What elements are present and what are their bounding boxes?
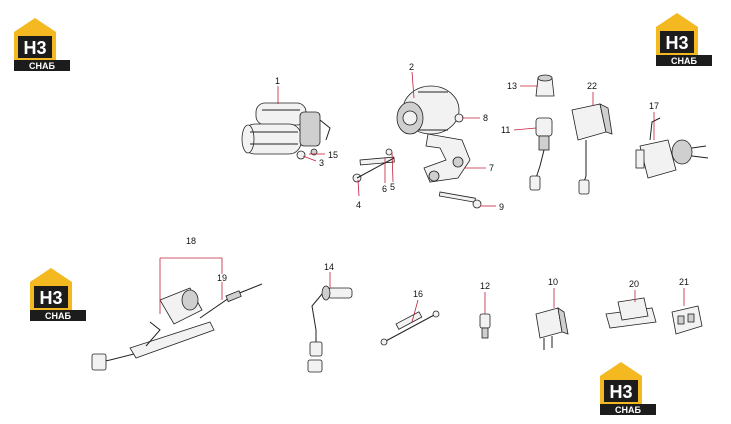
- part-connector: [671, 305, 703, 335]
- logo-top-right: H3 СНАБ: [656, 13, 712, 66]
- callout-20: 20: [629, 279, 639, 289]
- logo-caption: СНАБ: [671, 56, 697, 66]
- callout-21: 21: [679, 277, 689, 287]
- callout-7: 7: [489, 163, 494, 173]
- callout-1: 1: [275, 76, 280, 86]
- part-control-box: [571, 103, 613, 195]
- part-sensor-11-13: [529, 74, 555, 191]
- callout-22: 22: [587, 81, 597, 91]
- logo-caption: СНАБ: [45, 311, 71, 321]
- logo-mark: H3: [39, 288, 62, 308]
- callout-18: 18: [186, 236, 196, 246]
- part-alternator: [352, 85, 482, 209]
- callout-9: 9: [499, 202, 504, 212]
- logo-top-left: H3 СНАБ: [14, 18, 70, 71]
- part-temp-sensor: [479, 313, 491, 339]
- callout-labels: 1 2 3 4 5 6 7 8 9 10 11 12 13 14 15 16 1…: [186, 62, 689, 299]
- logo-mark: H3: [609, 382, 632, 402]
- logo-bottom-right: H3 СНАБ: [600, 362, 656, 415]
- part-actuator: [635, 117, 709, 179]
- callout-15: 15: [328, 150, 338, 160]
- part-relay: [535, 307, 569, 350]
- callout-17: 17: [649, 101, 659, 111]
- callout-13: 13: [507, 81, 517, 91]
- part-rod: [380, 310, 440, 346]
- part-cable-assembly: [91, 283, 263, 371]
- part-starter-motor: [241, 102, 331, 160]
- callout-11: 11: [501, 125, 510, 135]
- callout-8: 8: [483, 113, 488, 123]
- callout-10: 10: [548, 277, 558, 287]
- callout-2: 2: [409, 62, 414, 72]
- logo-caption: СНАБ: [615, 405, 641, 415]
- leader-lines: [159, 71, 685, 323]
- callout-19: 19: [217, 273, 227, 283]
- logo-caption: СНАБ: [29, 61, 55, 71]
- part-glow-sensor: [307, 285, 353, 373]
- callout-12: 12: [480, 281, 490, 291]
- callout-4: 4: [356, 200, 361, 210]
- callout-3: 3: [319, 158, 324, 168]
- logo-mark: H3: [23, 38, 46, 58]
- logo-mid-left: H3 СНАБ: [30, 268, 86, 321]
- logo-mark: H3: [665, 33, 688, 53]
- callout-5: 5: [390, 182, 395, 192]
- callout-6: 6: [382, 184, 387, 194]
- part-relay-bracket: [605, 297, 657, 329]
- callout-14: 14: [324, 262, 334, 272]
- callout-16: 16: [413, 289, 423, 299]
